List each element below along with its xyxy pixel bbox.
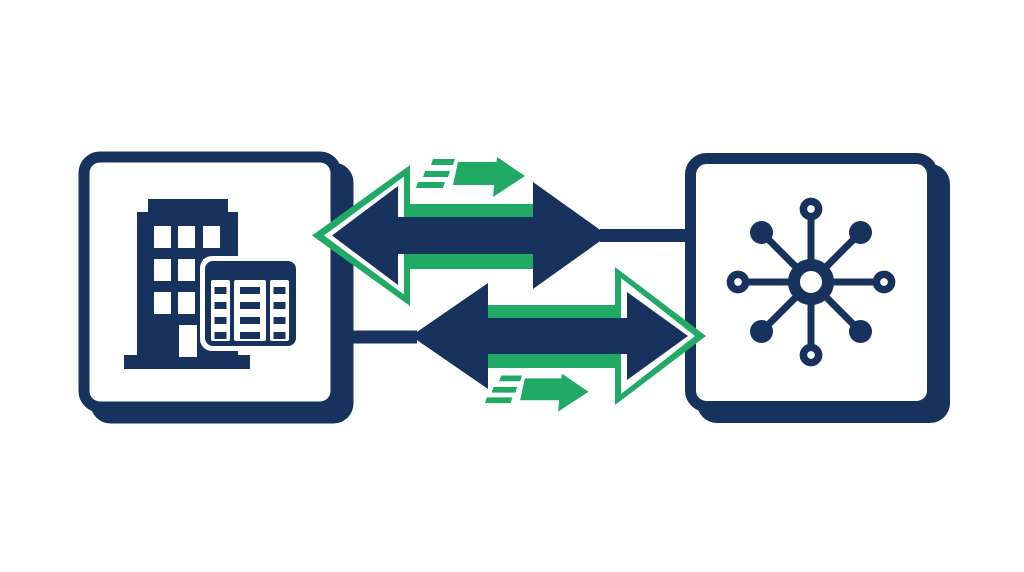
bottom-bidirectional-arrow: [411, 267, 706, 405]
top-arrow-navy-core: [332, 182, 608, 289]
hub-nodes-hollow: [726, 197, 896, 367]
top-connector-line: [600, 229, 692, 242]
server-slots: [214, 287, 286, 339]
network-hub-icon: [726, 197, 896, 367]
bottom-connector-line: [334, 330, 417, 344]
top-bidirectional-arrow: [312, 165, 608, 306]
building-servers-icon: [124, 199, 301, 369]
server-columns: [211, 280, 289, 341]
hub-nodes-filled: [750, 221, 872, 343]
server-rack-icon: [200, 256, 301, 351]
building-roof: [148, 199, 228, 215]
building-ground: [124, 355, 250, 369]
bottom-arrow-navy-core: [411, 283, 688, 389]
hub-center-ring: [788, 259, 834, 305]
